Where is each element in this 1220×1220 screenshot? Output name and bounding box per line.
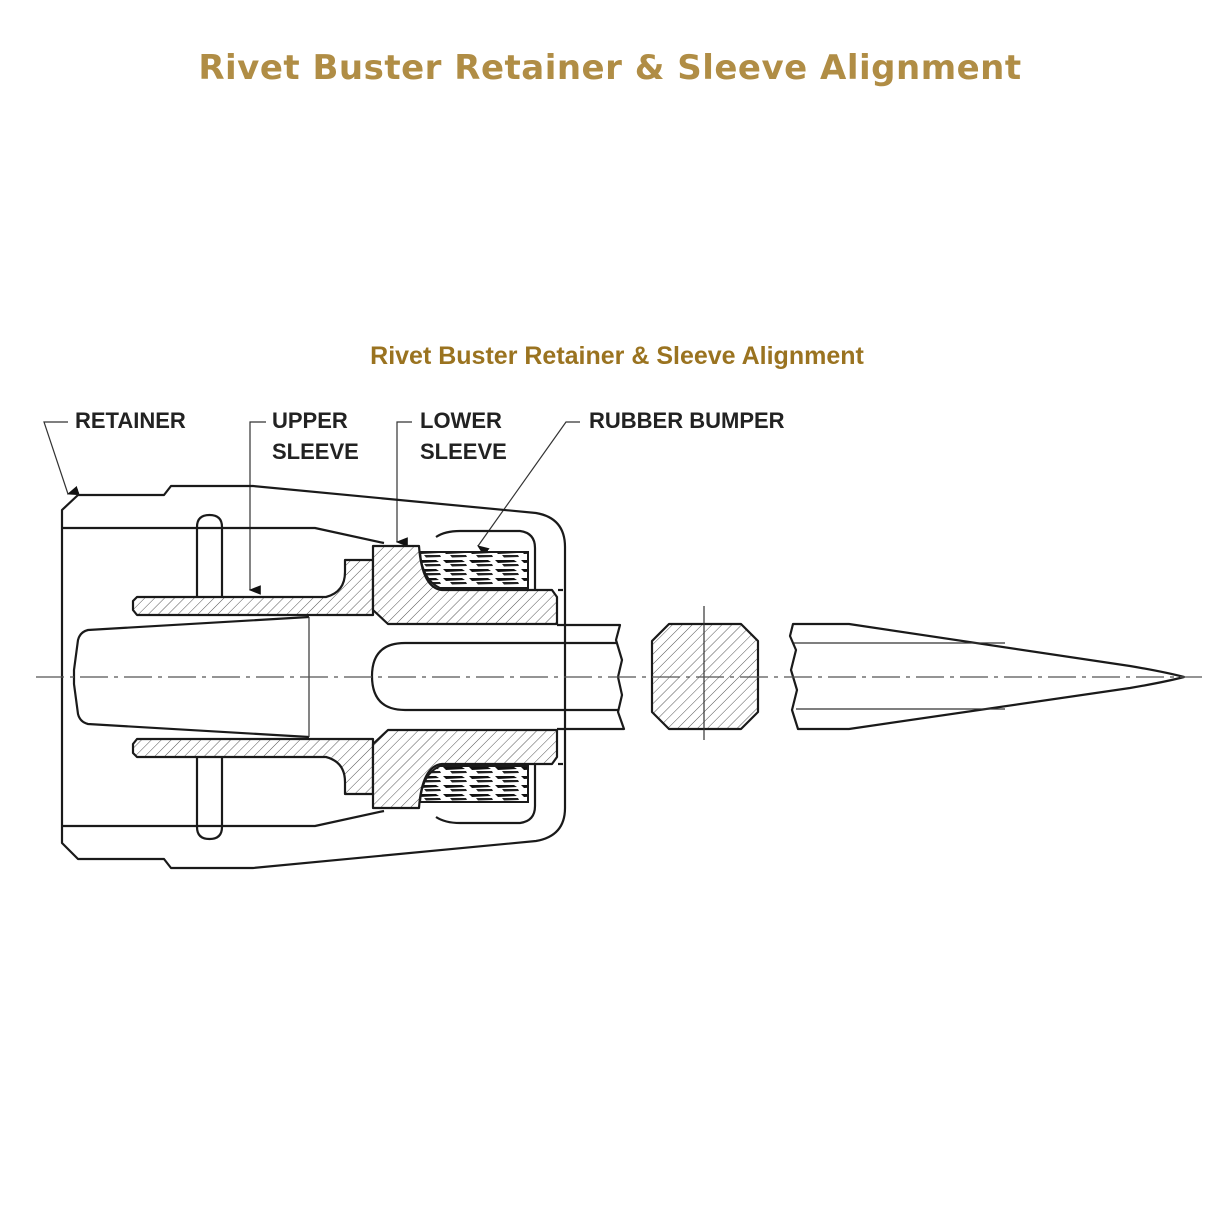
label-upper-sleeve-line1: UPPER [272, 408, 348, 433]
leader-lines [43, 421, 580, 595]
label-retainer: RETAINER [75, 408, 186, 433]
label-rubber-bumper: RUBBER BUMPER [589, 408, 785, 433]
figure-title: Rivet Buster Retainer & Sleeve Alignment [370, 342, 864, 370]
page-title: Rivet Buster Retainer & Sleeve Alignment [198, 48, 1022, 88]
lower-sleeve [371, 544, 559, 810]
shank-cross-section [650, 606, 760, 740]
retainer [60, 484, 567, 870]
moil-point-tip [788, 622, 1186, 731]
upper-sleeve [131, 558, 375, 796]
label-upper-sleeve-line2: SLEEVE [272, 439, 359, 464]
retaining-pin [195, 513, 224, 841]
label-lower-sleeve-line2: SLEEVE [420, 439, 507, 464]
label-lower-sleeve-line1: LOWER [420, 408, 502, 433]
